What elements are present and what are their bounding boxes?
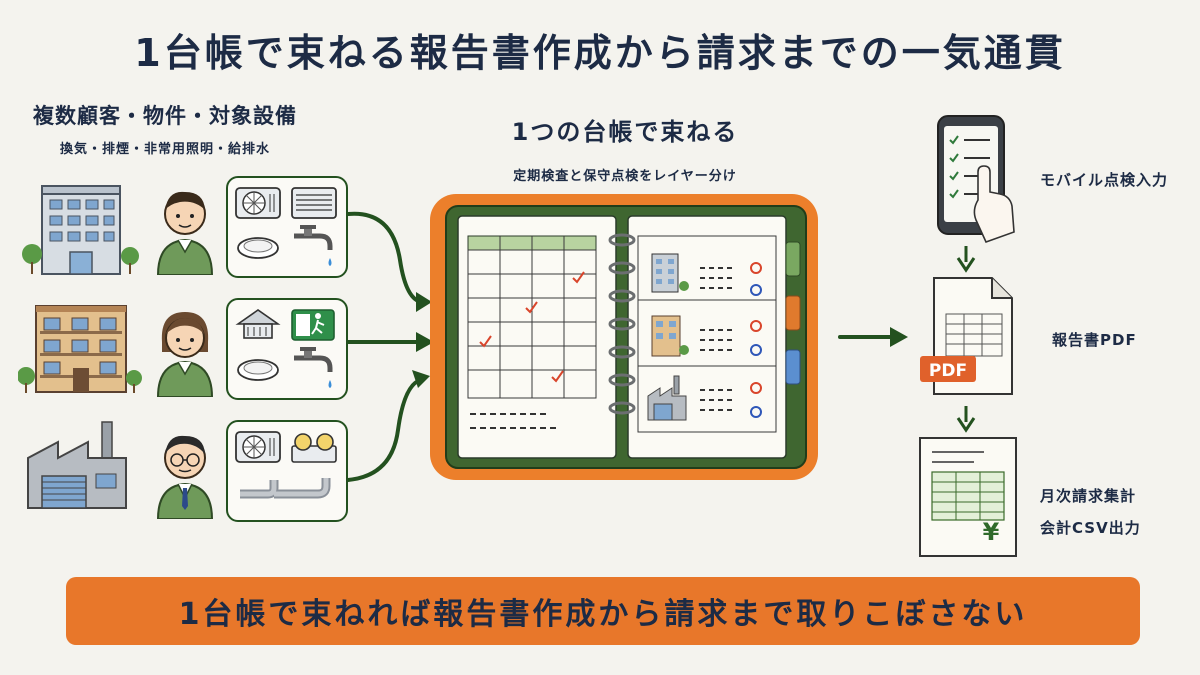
page-title: 1台帳で束ねる報告書作成から請求までの一気通貫 [134,31,1066,75]
check-marks [479,271,585,383]
equipment-icons [235,187,337,266]
inspector-avatar [156,191,214,275]
row-apartment-icon [651,315,689,357]
faucet-icon [294,225,333,266]
emergency-light-icon [291,433,337,463]
tab-blue [785,349,801,385]
yen-icon: ¥ [982,518,1000,546]
equipment-icons [235,431,337,499]
inspector-avatar [156,312,214,397]
ventilation-fan-icon [235,187,281,219]
notes-lines [470,413,558,429]
row-text-lines [700,267,734,411]
arrows-into-ledger [346,211,434,482]
mobile-input-label: モバイル点検入力 [1040,171,1169,189]
tab-orange [785,295,801,331]
row-office-icon [651,253,689,293]
equipment-bubble-factory [226,420,348,522]
smartphone-icon [937,115,1015,244]
accounting-csv-label: 会計CSV出力 [1040,519,1141,537]
ceiling-light-icon [237,237,279,259]
summary-banner-text: 1台帳で束ねれば報告書作成から請求まで取りこぼさない [178,597,1028,632]
finger-tap-icon [973,165,1015,244]
report-document-icon [920,277,1013,395]
office-building-icon [22,185,139,275]
emergency-exit-sign-icon [291,309,335,341]
vent-grille-icon [291,187,337,219]
status-circles [750,262,762,418]
factory-building-icon [27,421,127,509]
checklist-icon [949,135,959,199]
tab-green [785,241,801,277]
faucet-icon [294,347,333,388]
drain-pipe-icon [240,478,331,499]
ledger-heading-block: 1つの台帳で束ねる 定期検査と保守点検をレイヤー分け [430,112,820,184]
ledger-book [430,194,818,480]
ventilation-fan-icon [235,431,281,463]
equipment-types-subheading: 換気・排煙・非常用照明・給排水 [59,142,270,157]
equipment-bubble-office [226,176,348,278]
arrow-from-factory [346,378,422,482]
arrow-down-icon [956,406,976,433]
inspection-grid [467,236,597,399]
billing-summary-label: 月次請求集計 [1040,487,1137,505]
equipment-icons [235,309,335,388]
row-factory-icon [647,375,687,421]
invoice-spreadsheet-icon [919,437,1017,557]
ceiling-light-icon [237,359,279,381]
smoke-vent-icon [235,309,281,339]
summary-banner: 1台帳で束ねれば報告書作成から請求まで取りこぼさない [66,577,1140,645]
ledger-heading: 1つの台帳で束ねる [511,118,739,146]
customers-heading-block: 複数顧客・物件・対象設備 換気・排煙・非常用照明・給排水 [0,100,330,157]
left-page [457,215,617,459]
pdf-badge: PDF [928,361,968,381]
customers-heading: 複数顧客・物件・対象設備 [33,104,297,128]
inspector-avatar [156,435,214,519]
arrow-down-icon [956,246,976,273]
binder-rings [608,233,636,415]
arrow-from-office [346,211,424,304]
property-list [637,235,777,433]
arrow-to-outputs [838,327,908,347]
ledger-subheading: 定期検査と保守点検をレイヤー分け [513,169,737,184]
equipment-bubble-apartment [226,298,348,400]
apartment-building-icon [18,305,142,393]
report-pdf-label: 報告書PDF [1052,331,1137,349]
